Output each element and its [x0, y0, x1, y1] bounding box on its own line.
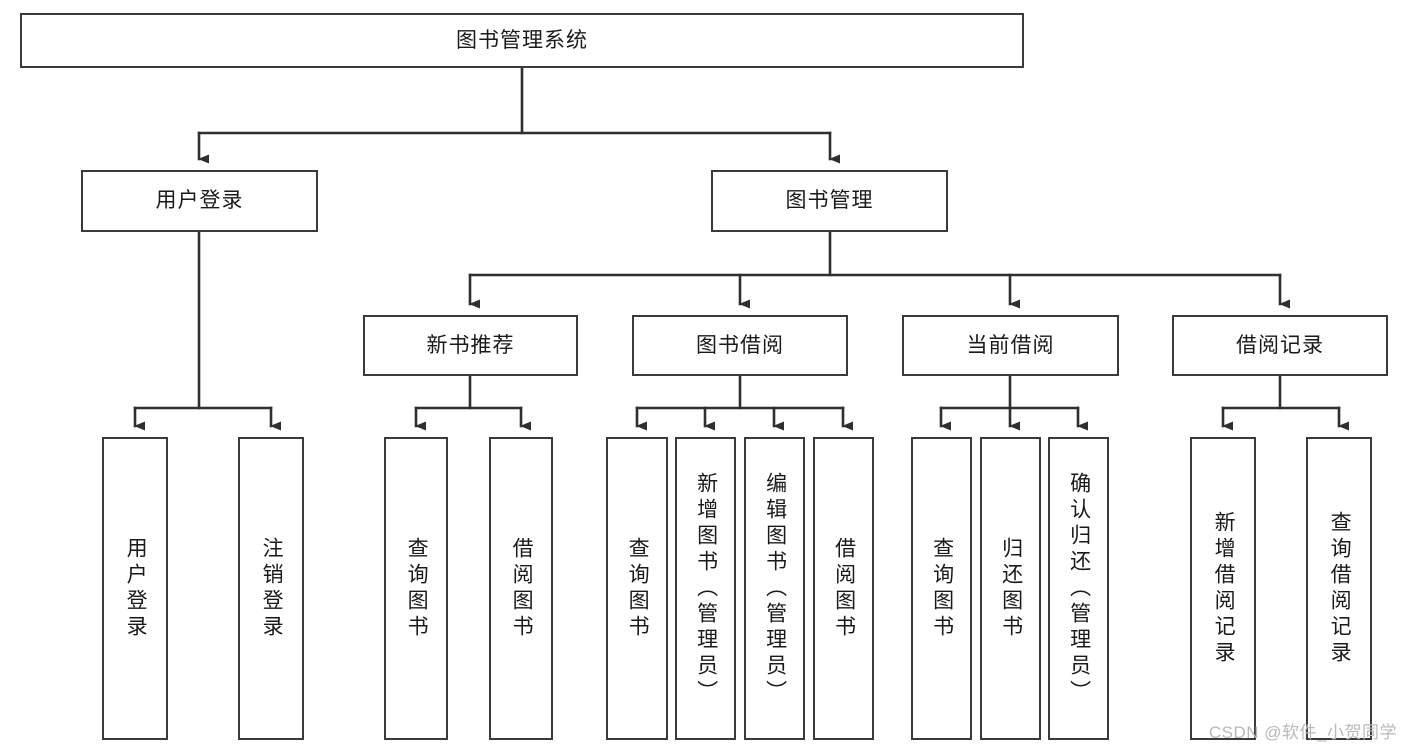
node-label: 用户登录	[155, 189, 244, 213]
node-leaf-edit-book-admin[interactable]: 编辑图书（管理员）	[744, 437, 805, 740]
node-label: 当前借阅	[966, 333, 1055, 357]
node-label: 图书借阅	[696, 333, 784, 357]
node-label: 注销登录	[260, 536, 284, 641]
node-label: 查询图书	[626, 536, 650, 641]
node-leaf-query-borrow-record[interactable]: 查询借阅记录	[1306, 437, 1372, 740]
node-leaf-confirm-return-admin[interactable]: 确认归还（管理员）	[1048, 437, 1109, 740]
node-label: 新书推荐	[426, 333, 515, 357]
node-label: 借阅记录	[1236, 333, 1324, 357]
node-label: 查询借阅记录	[1328, 510, 1352, 667]
node-label: 确认归还（管理员）	[1067, 471, 1091, 706]
node-label: 图书管理系统	[456, 28, 588, 52]
node-label: 新增图书（管理员）	[694, 471, 718, 706]
node-current-borrow[interactable]: 当前借阅	[902, 315, 1119, 376]
node-new-book-recommend[interactable]: 新书推荐	[363, 315, 578, 376]
node-label: 借阅图书	[510, 536, 534, 641]
node-label: 查询图书	[405, 536, 429, 641]
node-label: 查询图书	[930, 536, 954, 641]
node-leaf-return-books[interactable]: 归还图书	[980, 437, 1041, 740]
node-leaf-borrow-books-2[interactable]: 借阅图书	[813, 437, 874, 740]
node-label: 借阅图书	[832, 536, 856, 641]
node-borrow-record[interactable]: 借阅记录	[1172, 315, 1388, 376]
node-leaf-query-books-3[interactable]: 查询图书	[911, 437, 972, 740]
node-leaf-query-books-2[interactable]: 查询图书	[606, 437, 668, 740]
node-leaf-add-borrow-record[interactable]: 新增借阅记录	[1190, 437, 1256, 740]
node-book-management-system[interactable]: 图书管理系统	[20, 13, 1024, 68]
node-leaf-user-login[interactable]: 用户登录	[102, 437, 168, 740]
node-user-login[interactable]: 用户登录	[81, 170, 318, 232]
node-leaf-query-books-1[interactable]: 查询图书	[384, 437, 448, 740]
node-label: 新增借阅记录	[1212, 510, 1236, 667]
node-leaf-borrow-books-1[interactable]: 借阅图书	[489, 437, 553, 740]
node-leaf-logout-login[interactable]: 注销登录	[238, 437, 304, 740]
node-label: 编辑图书（管理员）	[763, 471, 787, 706]
node-label: 归还图书	[999, 536, 1023, 641]
watermark-csdn: CSDN @软件_小贺同学	[1208, 723, 1397, 742]
node-book-borrow[interactable]: 图书借阅	[632, 315, 848, 376]
node-label: 图书管理	[785, 189, 874, 213]
node-label: 用户登录	[124, 536, 148, 641]
node-book-management[interactable]: 图书管理	[711, 170, 948, 232]
node-leaf-add-book-admin[interactable]: 新增图书（管理员）	[675, 437, 736, 740]
